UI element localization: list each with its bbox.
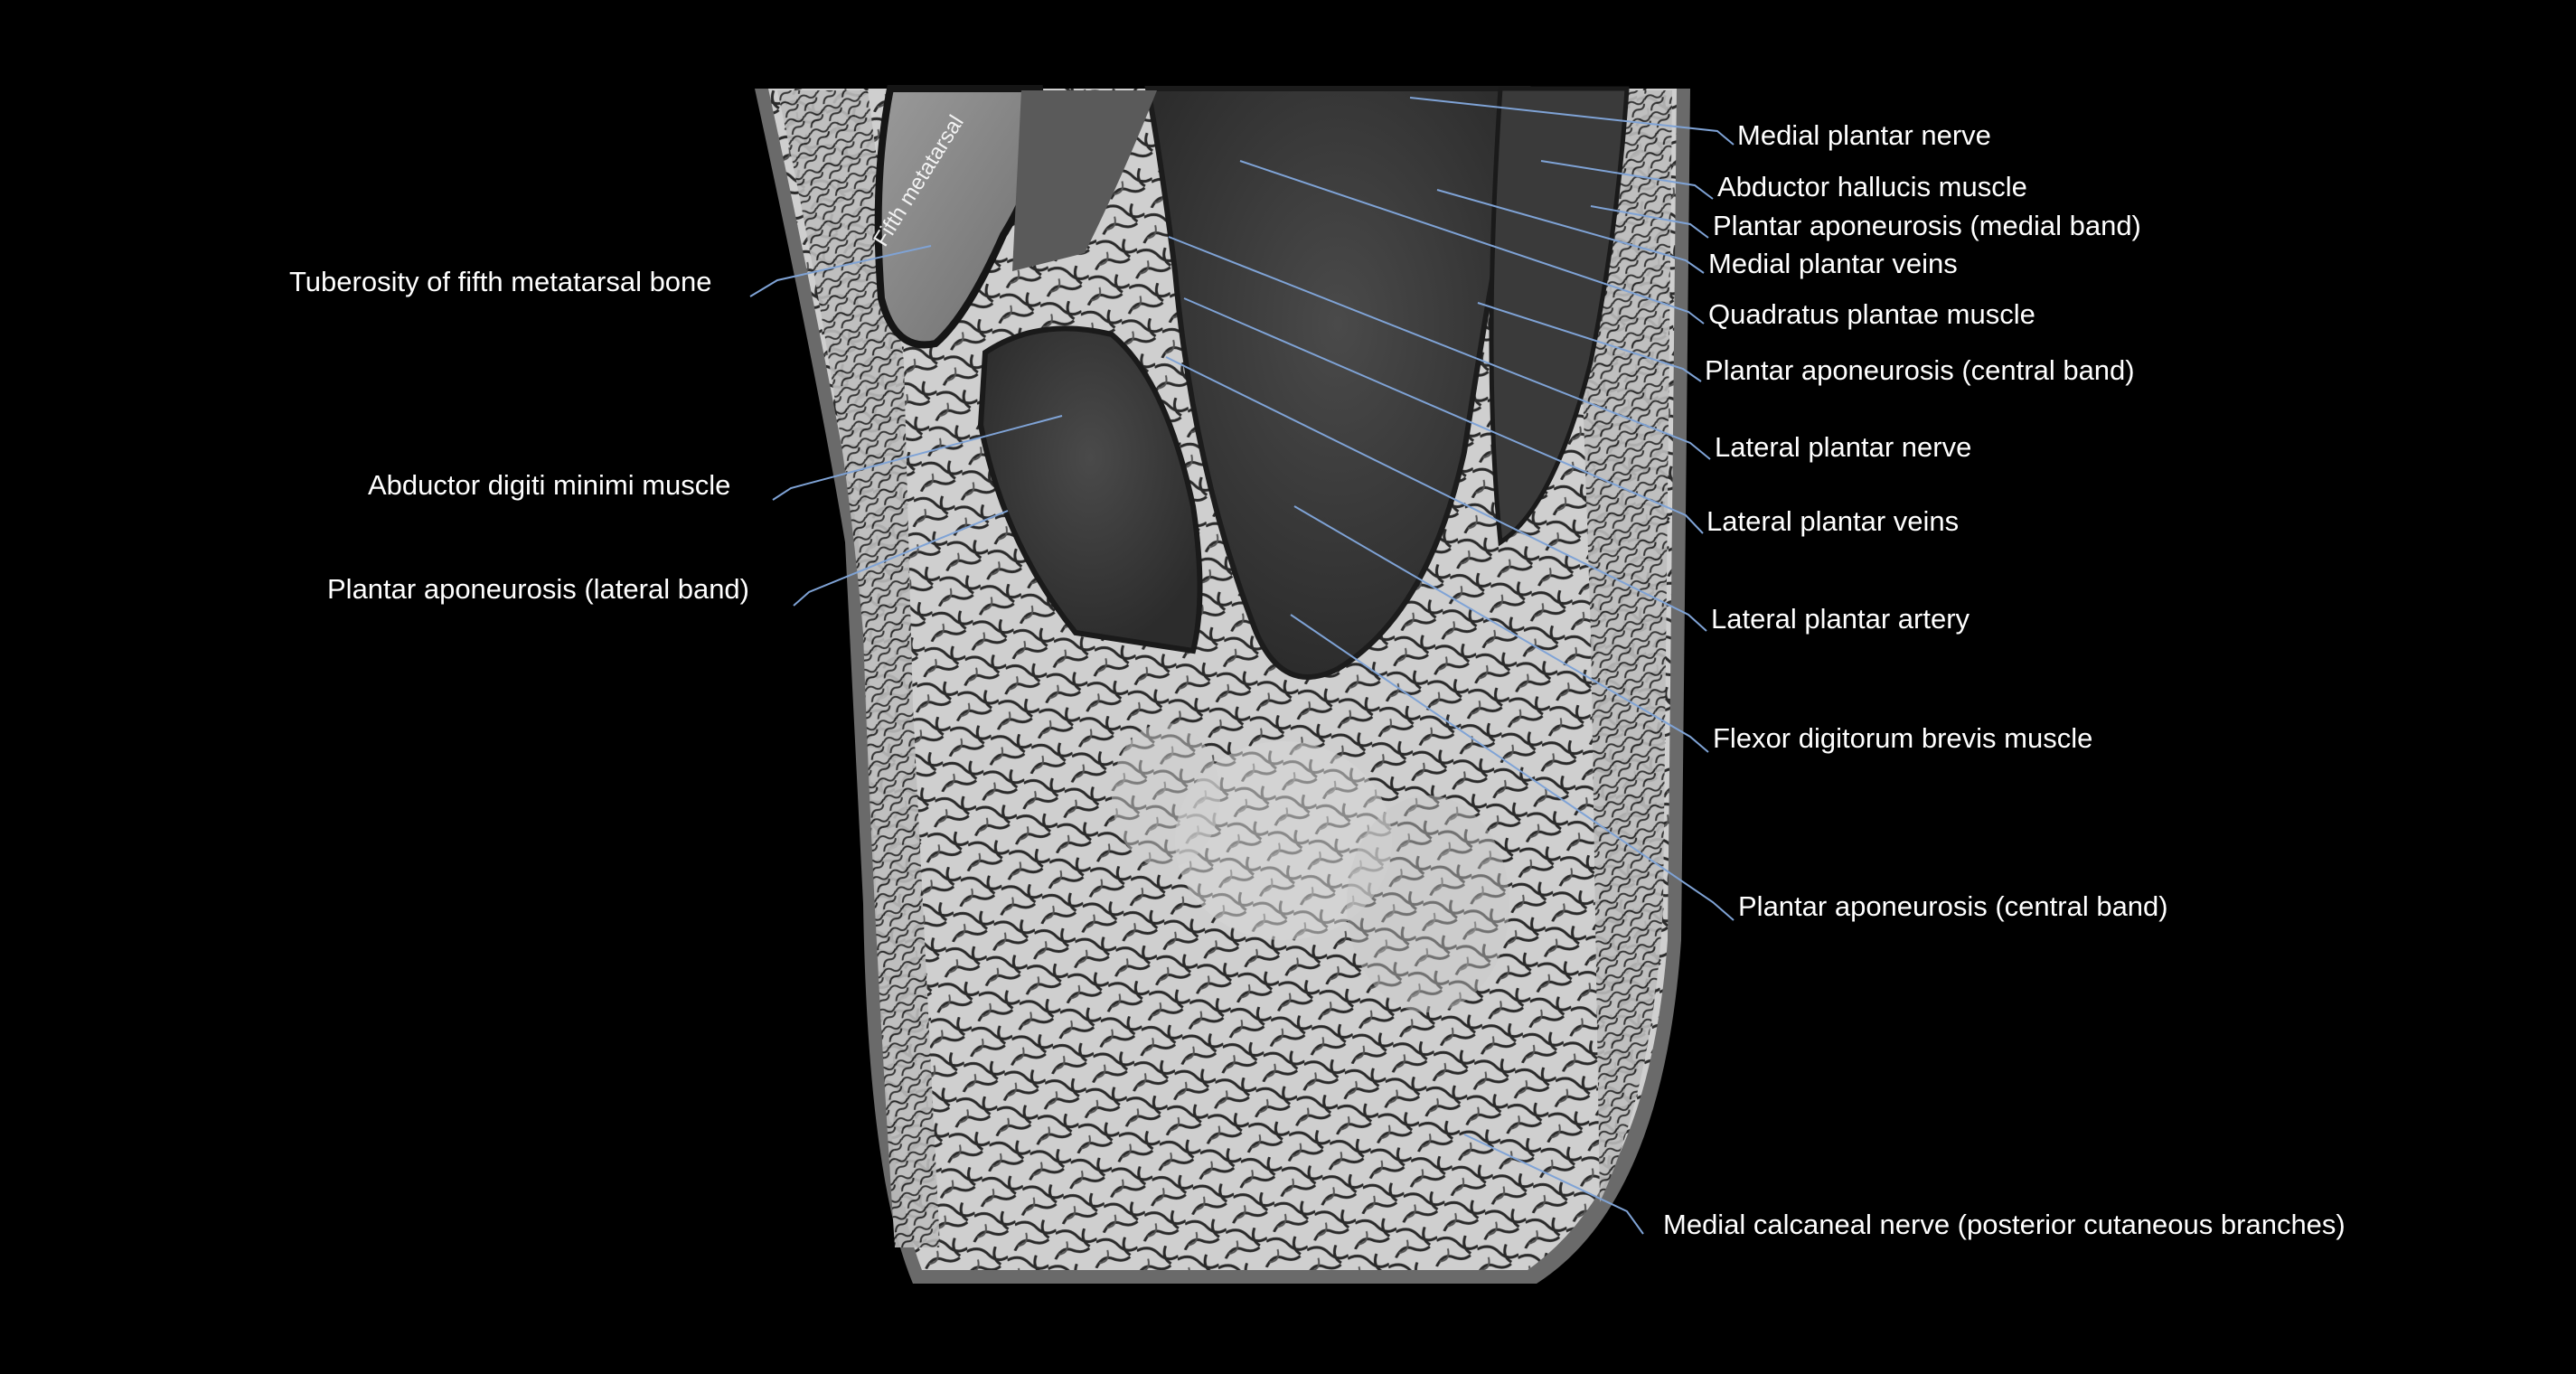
leader-line-plantar-aponeurosis-central-1 [1477,302,1702,382]
leader-line-tuberosity-fifth-metatarsal [749,245,932,297]
leader-line-quadratus-plantae [1239,160,1705,325]
leader-line-abductor-hallucis [1540,160,1714,200]
label-flexor-digitorum-brevis: Flexor digitorum brevis muscle [1713,722,2093,754]
leader-line-plantar-aponeurosis-lateral [793,510,1009,607]
leader-line-lateral-plantar-veins [1183,297,1704,534]
label-plantar-aponeurosis-medial: Plantar aponeurosis (medial band) [1713,210,2141,241]
label-tuberosity-fifth-metatarsal: Tuberosity of fifth metatarsal bone [289,266,712,297]
leader-line-medial-calcaneal-nerve [1463,1134,1644,1235]
label-plantar-aponeurosis-central-2: Plantar aponeurosis (central band) [1738,890,2168,922]
label-lateral-plantar-artery: Lateral plantar artery [1711,603,1970,635]
label-abductor-hallucis: Abductor hallucis muscle [1717,171,2027,202]
label-plantar-aponeurosis-central-1: Plantar aponeurosis (central band) [1705,354,2135,386]
leader-lines [749,97,1735,1235]
label-medial-plantar-nerve: Medial plantar nerve [1737,119,1991,151]
leader-line-plantar-aponeurosis-medial [1590,205,1709,239]
abductor-hallucis-region [1489,86,1630,547]
leader-line-flexor-digitorum-brevis [1293,505,1709,753]
leader-line-plantar-aponeurosis-central-2 [1290,614,1735,921]
abductor-digiti-minimi-region [977,325,1203,654]
label-lateral-plantar-nerve: Lateral plantar nerve [1715,431,1972,463]
leader-line-abductor-digiti-minimi [772,415,1063,501]
leader-line-medial-plantar-nerve [1409,97,1735,146]
label-plantar-aponeurosis-lateral: Plantar aponeurosis (lateral band) [327,573,749,605]
label-quadratus-plantae: Quadratus plantae muscle [1708,298,2035,330]
leader-line-medial-plantar-veins [1436,189,1705,274]
label-medial-plantar-veins: Medial plantar veins [1708,248,1958,279]
leader-line-lateral-plantar-nerve [1168,236,1711,460]
label-abductor-digiti-minimi: Abductor digiti minimi muscle [368,469,731,501]
leader-line-lateral-plantar-artery [1165,356,1707,632]
label-lateral-plantar-veins: Lateral plantar veins [1706,505,1960,537]
central-muscle-compartment [1144,86,1531,680]
label-medial-calcaneal-nerve: Medial calcaneal nerve (posterior cutane… [1663,1209,2346,1240]
